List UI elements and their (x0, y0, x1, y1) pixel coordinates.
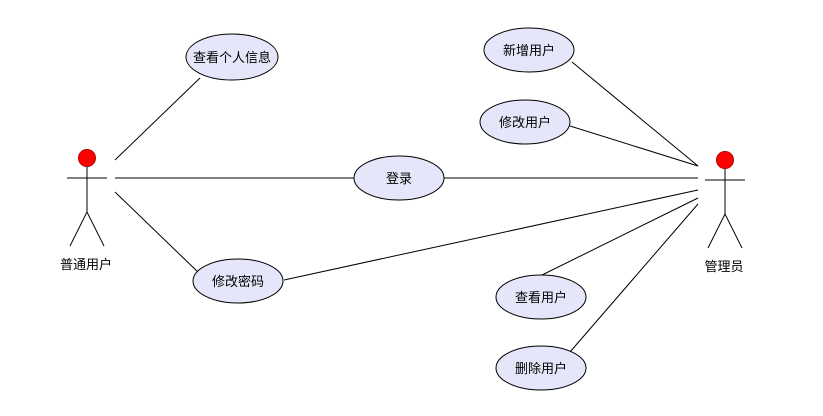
assoc-user-view-info (114, 77, 201, 161)
use-case-login-ellipse (353, 155, 445, 201)
association-lines (114, 61, 699, 353)
actor-admin-head (716, 151, 734, 169)
actor-user-label: 普通用户 (60, 257, 112, 273)
assoc-change-pwd-admin (283, 189, 699, 281)
actor-admin-leg-left (707, 213, 726, 249)
assoc-delete-user-admin (569, 203, 699, 353)
actor-user-leg-left (69, 211, 88, 247)
actor-admin-label: 管理员 (704, 260, 743, 275)
use-case-view-info-ellipse (185, 33, 279, 81)
use-case-change-pwd: 修改密码 (192, 258, 284, 304)
use-case-edit-user: 修改用户 (479, 99, 571, 145)
actor-admin-leg-right (724, 213, 743, 249)
use-case-login: 登录 (353, 155, 445, 201)
actor-user-head (78, 149, 96, 167)
assoc-user-change-pwd (114, 191, 201, 275)
actor-user: 普通用户 (60, 149, 112, 273)
use-case-view-user: 查看用户 (495, 274, 587, 320)
use-case-delete-user-ellipse (495, 345, 587, 391)
use-case-edit-user-label: 修改用户 (499, 115, 551, 131)
actor-user-leg-right (86, 211, 105, 247)
use-case-view-user-label: 查看用户 (515, 290, 567, 306)
use-case-view-user-ellipse (495, 274, 587, 320)
use-case-change-pwd-label: 修改密码 (212, 274, 264, 290)
use-case-change-pwd-ellipse (192, 258, 284, 304)
use-case-add-user-label: 新增用户 (503, 43, 555, 59)
use-case-delete-user-label: 删除用户 (515, 361, 567, 377)
use-case-view-info: 查看个人信息 (185, 33, 279, 81)
use-case-add-user-ellipse (483, 27, 575, 73)
use-case-edit-user-ellipse (479, 99, 571, 145)
use-case-login-label: 登录 (386, 172, 412, 187)
use-case-add-user: 新增用户 (483, 27, 575, 73)
actor-admin: 管理员 (704, 151, 745, 275)
assoc-edit-user-admin (569, 125, 699, 167)
assoc-add-user-admin (571, 61, 699, 167)
use-case-view-info-label: 查看个人信息 (193, 50, 271, 66)
assoc-view-user-admin (539, 197, 699, 277)
use-case-delete-user: 删除用户 (495, 345, 587, 391)
